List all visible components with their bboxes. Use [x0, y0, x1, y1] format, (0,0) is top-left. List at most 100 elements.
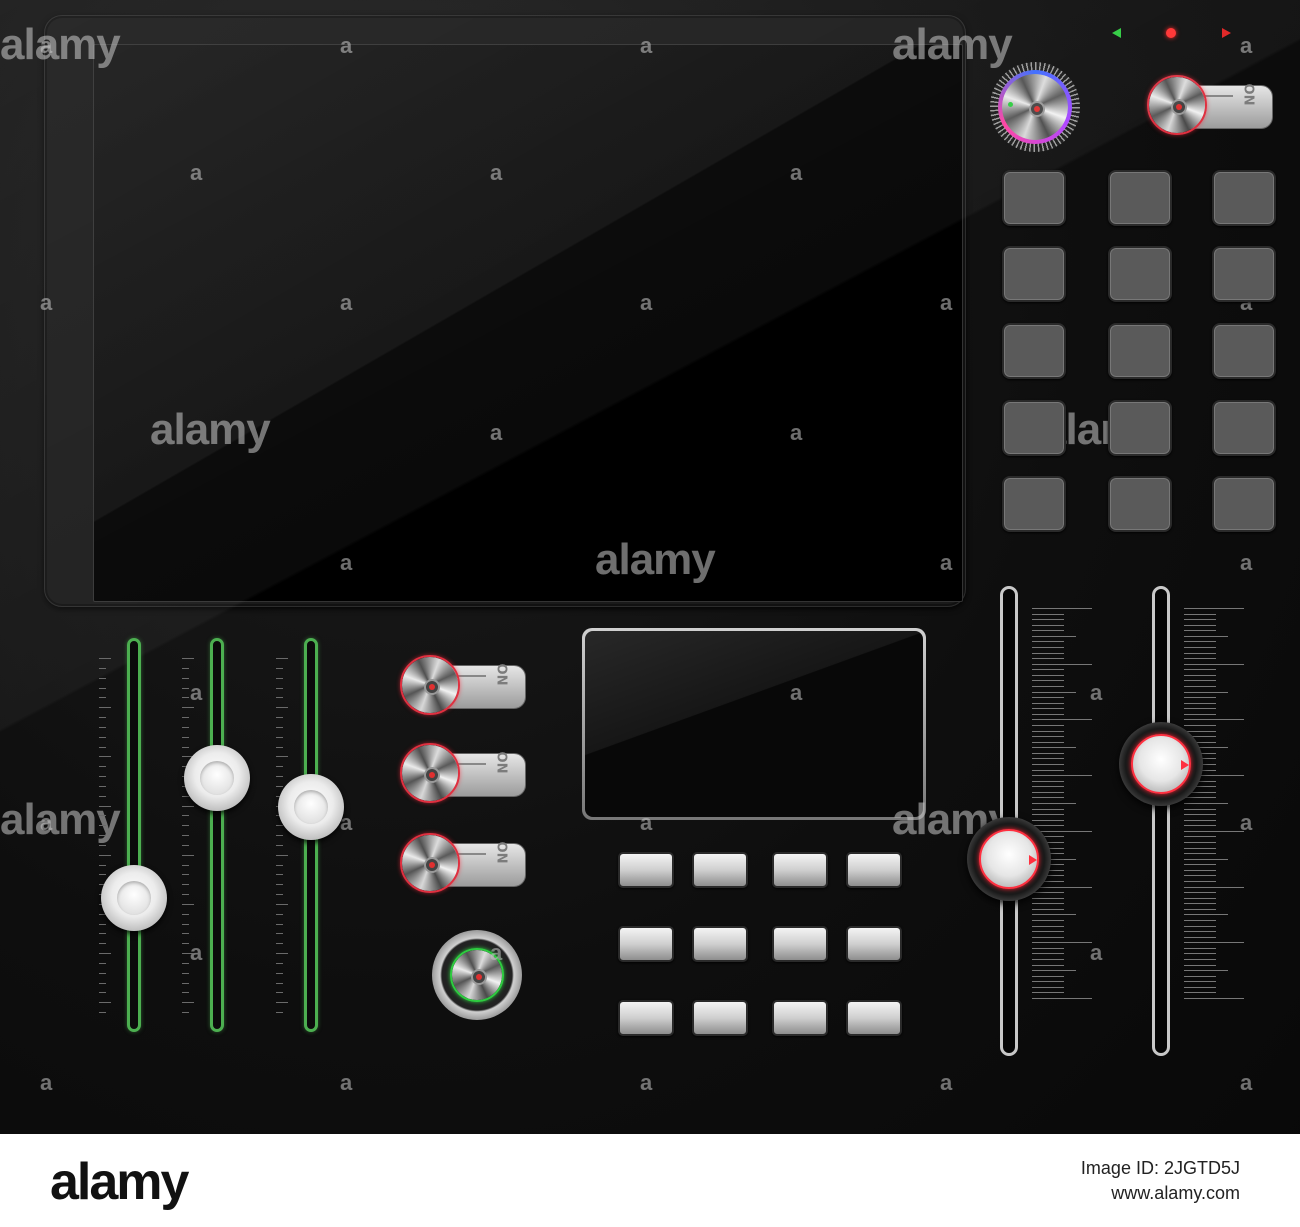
- scale-tick: [182, 736, 189, 738]
- scale-tick: [1184, 630, 1216, 632]
- key-button-r3-c3[interactable]: [772, 1000, 828, 1036]
- scale-tick: [99, 953, 111, 954]
- scale-tick: [1032, 680, 1064, 682]
- scale-tick: [182, 746, 189, 748]
- scale-tick: [182, 805, 194, 807]
- pad-button-r5-c2[interactable]: [1108, 476, 1172, 532]
- scale-tick: [1032, 608, 1092, 609]
- watermark-mark: a: [1090, 940, 1103, 965]
- pad-button-r3-c2[interactable]: [1108, 323, 1172, 379]
- scale-tick: [99, 736, 106, 738]
- scale-tick: [1032, 903, 1064, 905]
- pad-button-r5-c1[interactable]: [1002, 476, 1066, 532]
- watermark-mark: a: [1240, 1070, 1253, 1095]
- scale-tick: [276, 972, 283, 974]
- pad-button-r3-c3[interactable]: [1212, 323, 1276, 379]
- scale-tick: [1032, 725, 1064, 726]
- scale-tick: [1184, 736, 1216, 738]
- fader-1-cap[interactable]: [101, 864, 167, 931]
- pad-button-r4-c3[interactable]: [1212, 400, 1276, 456]
- pad-button-r2-c3[interactable]: [1212, 246, 1276, 302]
- channel-toggle-3[interactable]: ON: [400, 833, 526, 895]
- watermark-mark: a: [40, 33, 53, 58]
- fader-1-scale: [99, 658, 111, 1013]
- scale-tick: [1184, 741, 1216, 743]
- toggle-knob-icon: [1147, 75, 1207, 135]
- scale-tick: [276, 756, 288, 758]
- scale-tick: [1184, 641, 1216, 643]
- channel-toggle-1[interactable]: ON: [400, 655, 526, 717]
- scale-tick: [1032, 613, 1064, 615]
- main-display-glass: [93, 44, 963, 602]
- scale-tick: [1184, 608, 1244, 609]
- rotary-dial[interactable]: [990, 62, 1080, 152]
- scale-tick: [1032, 858, 1076, 860]
- scale-tick: [182, 864, 189, 866]
- scale-tick: [1184, 747, 1228, 749]
- scale-tick: [1184, 825, 1216, 827]
- pad-button-r1-c1[interactable]: [1002, 170, 1066, 226]
- fader-2-cap[interactable]: [184, 745, 250, 812]
- pad-button-r4-c2[interactable]: [1108, 400, 1172, 456]
- pad-button-r3-c1[interactable]: [1002, 323, 1066, 379]
- watermark-mark: a: [790, 680, 803, 705]
- master-fader-left-cap[interactable]: [967, 816, 1051, 901]
- pad-button-r2-c2[interactable]: [1108, 246, 1172, 302]
- power-toggle-top[interactable]: ON: [1147, 75, 1273, 137]
- scale-tick: [99, 726, 106, 728]
- key-button-r1-c2[interactable]: [692, 852, 748, 888]
- key-button-r3-c1[interactable]: [618, 1000, 674, 1036]
- watermark-mark: a: [340, 290, 353, 315]
- scale-tick: [1184, 842, 1216, 843]
- watermark-mark: a: [490, 940, 503, 965]
- key-button-r3-c2[interactable]: [692, 1000, 748, 1036]
- key-button-r2-c1[interactable]: [618, 926, 674, 962]
- pad-button-r5-c3[interactable]: [1212, 476, 1276, 532]
- key-button-r1-c3[interactable]: [772, 852, 828, 888]
- scale-tick: [1032, 942, 1092, 944]
- pad-button-r2-c1[interactable]: [1002, 246, 1066, 302]
- key-button-r1-c1[interactable]: [618, 852, 674, 888]
- scale-tick: [1184, 725, 1216, 726]
- scale-tick: [1184, 624, 1216, 626]
- pad-button-r1-c3[interactable]: [1212, 170, 1276, 226]
- scale-tick: [182, 943, 189, 945]
- scale-tick: [1184, 947, 1216, 949]
- key-button-r1-c4[interactable]: [846, 852, 902, 888]
- master-fader-right-cap[interactable]: [1119, 722, 1203, 806]
- key-button-r2-c4[interactable]: [846, 926, 902, 962]
- scale-tick: [1184, 875, 1216, 877]
- scale-tick: [1032, 713, 1064, 715]
- scale-tick: [1184, 814, 1216, 816]
- scale-tick: [1032, 819, 1064, 821]
- secondary-display: [582, 628, 926, 820]
- fader-3-cap[interactable]: [278, 773, 344, 840]
- scale-tick: [99, 923, 106, 925]
- scale-tick: [1184, 619, 1216, 621]
- scale-tick: [1032, 986, 1064, 988]
- scale-tick: [1184, 674, 1216, 676]
- key-button-r2-c3[interactable]: [772, 926, 828, 962]
- pad-button-r4-c1[interactable]: [1002, 400, 1066, 456]
- key-button-r2-c2[interactable]: [692, 926, 748, 962]
- key-button-r3-c4[interactable]: [846, 1000, 902, 1036]
- scale-tick: [1032, 886, 1092, 888]
- scale-tick: [99, 933, 106, 935]
- scale-tick: [1032, 647, 1064, 648]
- watermark-mark: a: [1240, 810, 1253, 835]
- scale-tick: [1184, 897, 1216, 899]
- scale-tick: [276, 697, 283, 699]
- jog-knob[interactable]: [432, 930, 522, 1020]
- watermark-logo: alamy: [50, 1153, 189, 1211]
- scale-tick: [276, 835, 283, 836]
- fader-3-scale: [276, 658, 288, 1013]
- scale-tick: [1032, 641, 1064, 643]
- channel-toggle-2[interactable]: ON: [400, 743, 526, 805]
- watermark-mark: a: [340, 810, 353, 835]
- scale-tick: [1032, 953, 1064, 955]
- scale-tick: [1032, 719, 1092, 721]
- scale-tick: [1032, 786, 1064, 788]
- scale-tick: [1184, 680, 1216, 682]
- scale-tick: [1184, 713, 1216, 715]
- pad-button-r1-c2[interactable]: [1108, 170, 1172, 226]
